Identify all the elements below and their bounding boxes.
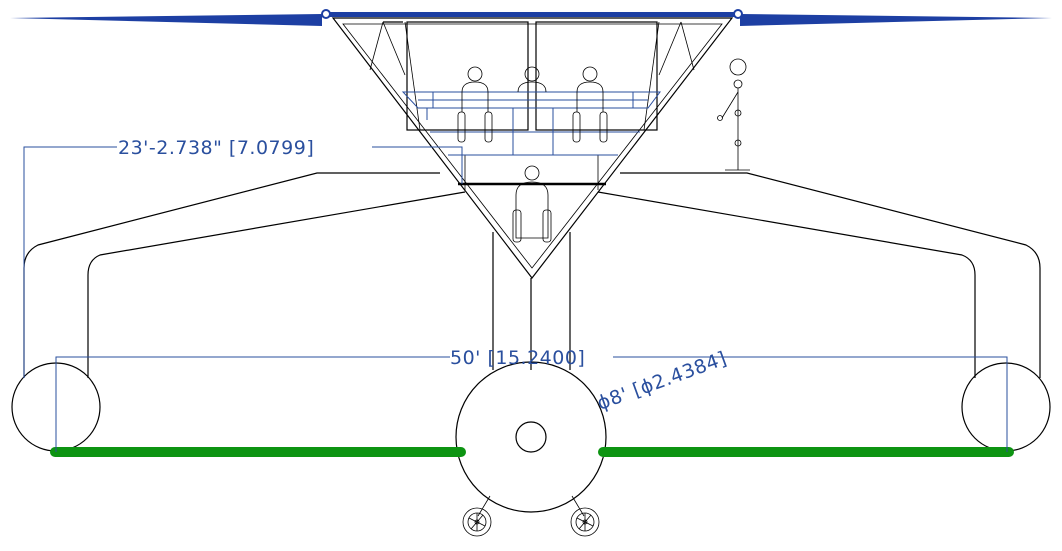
diameter-dimension: ϕ8' [ϕ2.4384]: [594, 347, 730, 414]
pilot-figure-left: [457, 66, 493, 143]
cockpit-cabin: [331, 17, 734, 279]
cabin-console: [401, 91, 661, 156]
human-scale-figure: [717, 58, 750, 171]
diameter-dimension-label: ϕ8' [ϕ2.4384]: [594, 347, 730, 414]
landing-gear: [462, 495, 600, 537]
height-dimension-label: 23'-2.738" [7.0799]: [118, 137, 314, 159]
upper-wing: [10, 9, 1052, 26]
height-dimension: 23'-2.738" [7.0799]: [23, 137, 463, 378]
pilot-figure-right: [572, 66, 608, 143]
center-fuselage-duct: [455, 361, 607, 513]
pilot-figure-center: [517, 66, 547, 93]
center-hub: [515, 421, 547, 453]
span-dimension-label: 50' [15.2400]: [450, 347, 585, 369]
right-duct: [961, 362, 1051, 452]
center-strut: [492, 232, 571, 370]
lower-occupant-figure: [512, 165, 552, 243]
span-dimension: 50' [15.2400]: [55, 347, 1008, 452]
